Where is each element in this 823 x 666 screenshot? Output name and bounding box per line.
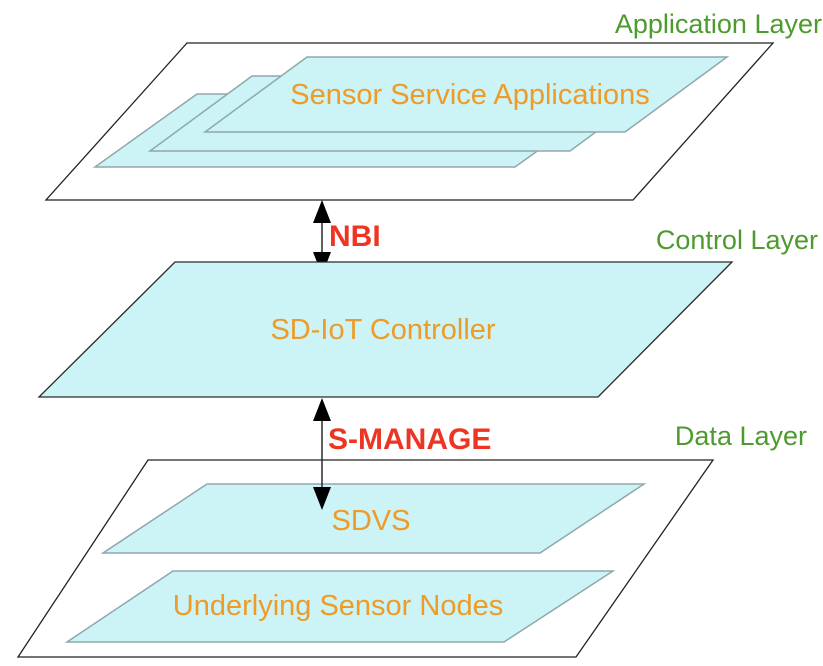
underlying-sensor-nodes-label: Underlying Sensor Nodes (173, 590, 503, 622)
sdvs-panel (100, 483, 647, 554)
application-layer-group: Sensor Service Applications Application … (44, 9, 822, 201)
app-stack-panel-front (202, 56, 730, 133)
control-layer-group: SD-IoT Controller Control Layer (37, 225, 818, 398)
s-manage-label: S-MANAGE (328, 423, 491, 456)
s-manage-arrow-overlay (313, 460, 331, 510)
s-manage-arrow-down-icon-overlay (313, 487, 331, 510)
sensor-service-applications-label: Sensor Service Applications (290, 79, 649, 111)
application-layer-label: Application Layer (615, 9, 822, 39)
nbi-label: NBI (329, 220, 381, 253)
control-layer-label: Control Layer (656, 225, 818, 255)
sdiot-controller-panel (37, 261, 734, 398)
sdiot-controller-label: SD-IoT Controller (270, 314, 495, 346)
s-manage-arrow-up-icon (313, 398, 331, 421)
nbi-arrow-up-icon (313, 200, 331, 223)
sdvs-label: SDVS (332, 505, 411, 537)
data-layer-label: Data Layer (675, 421, 807, 451)
data-layer-group: SDVS Underlying Sensor Nodes Data Layer (16, 421, 807, 658)
underlying-sensor-nodes-panel (64, 570, 616, 643)
